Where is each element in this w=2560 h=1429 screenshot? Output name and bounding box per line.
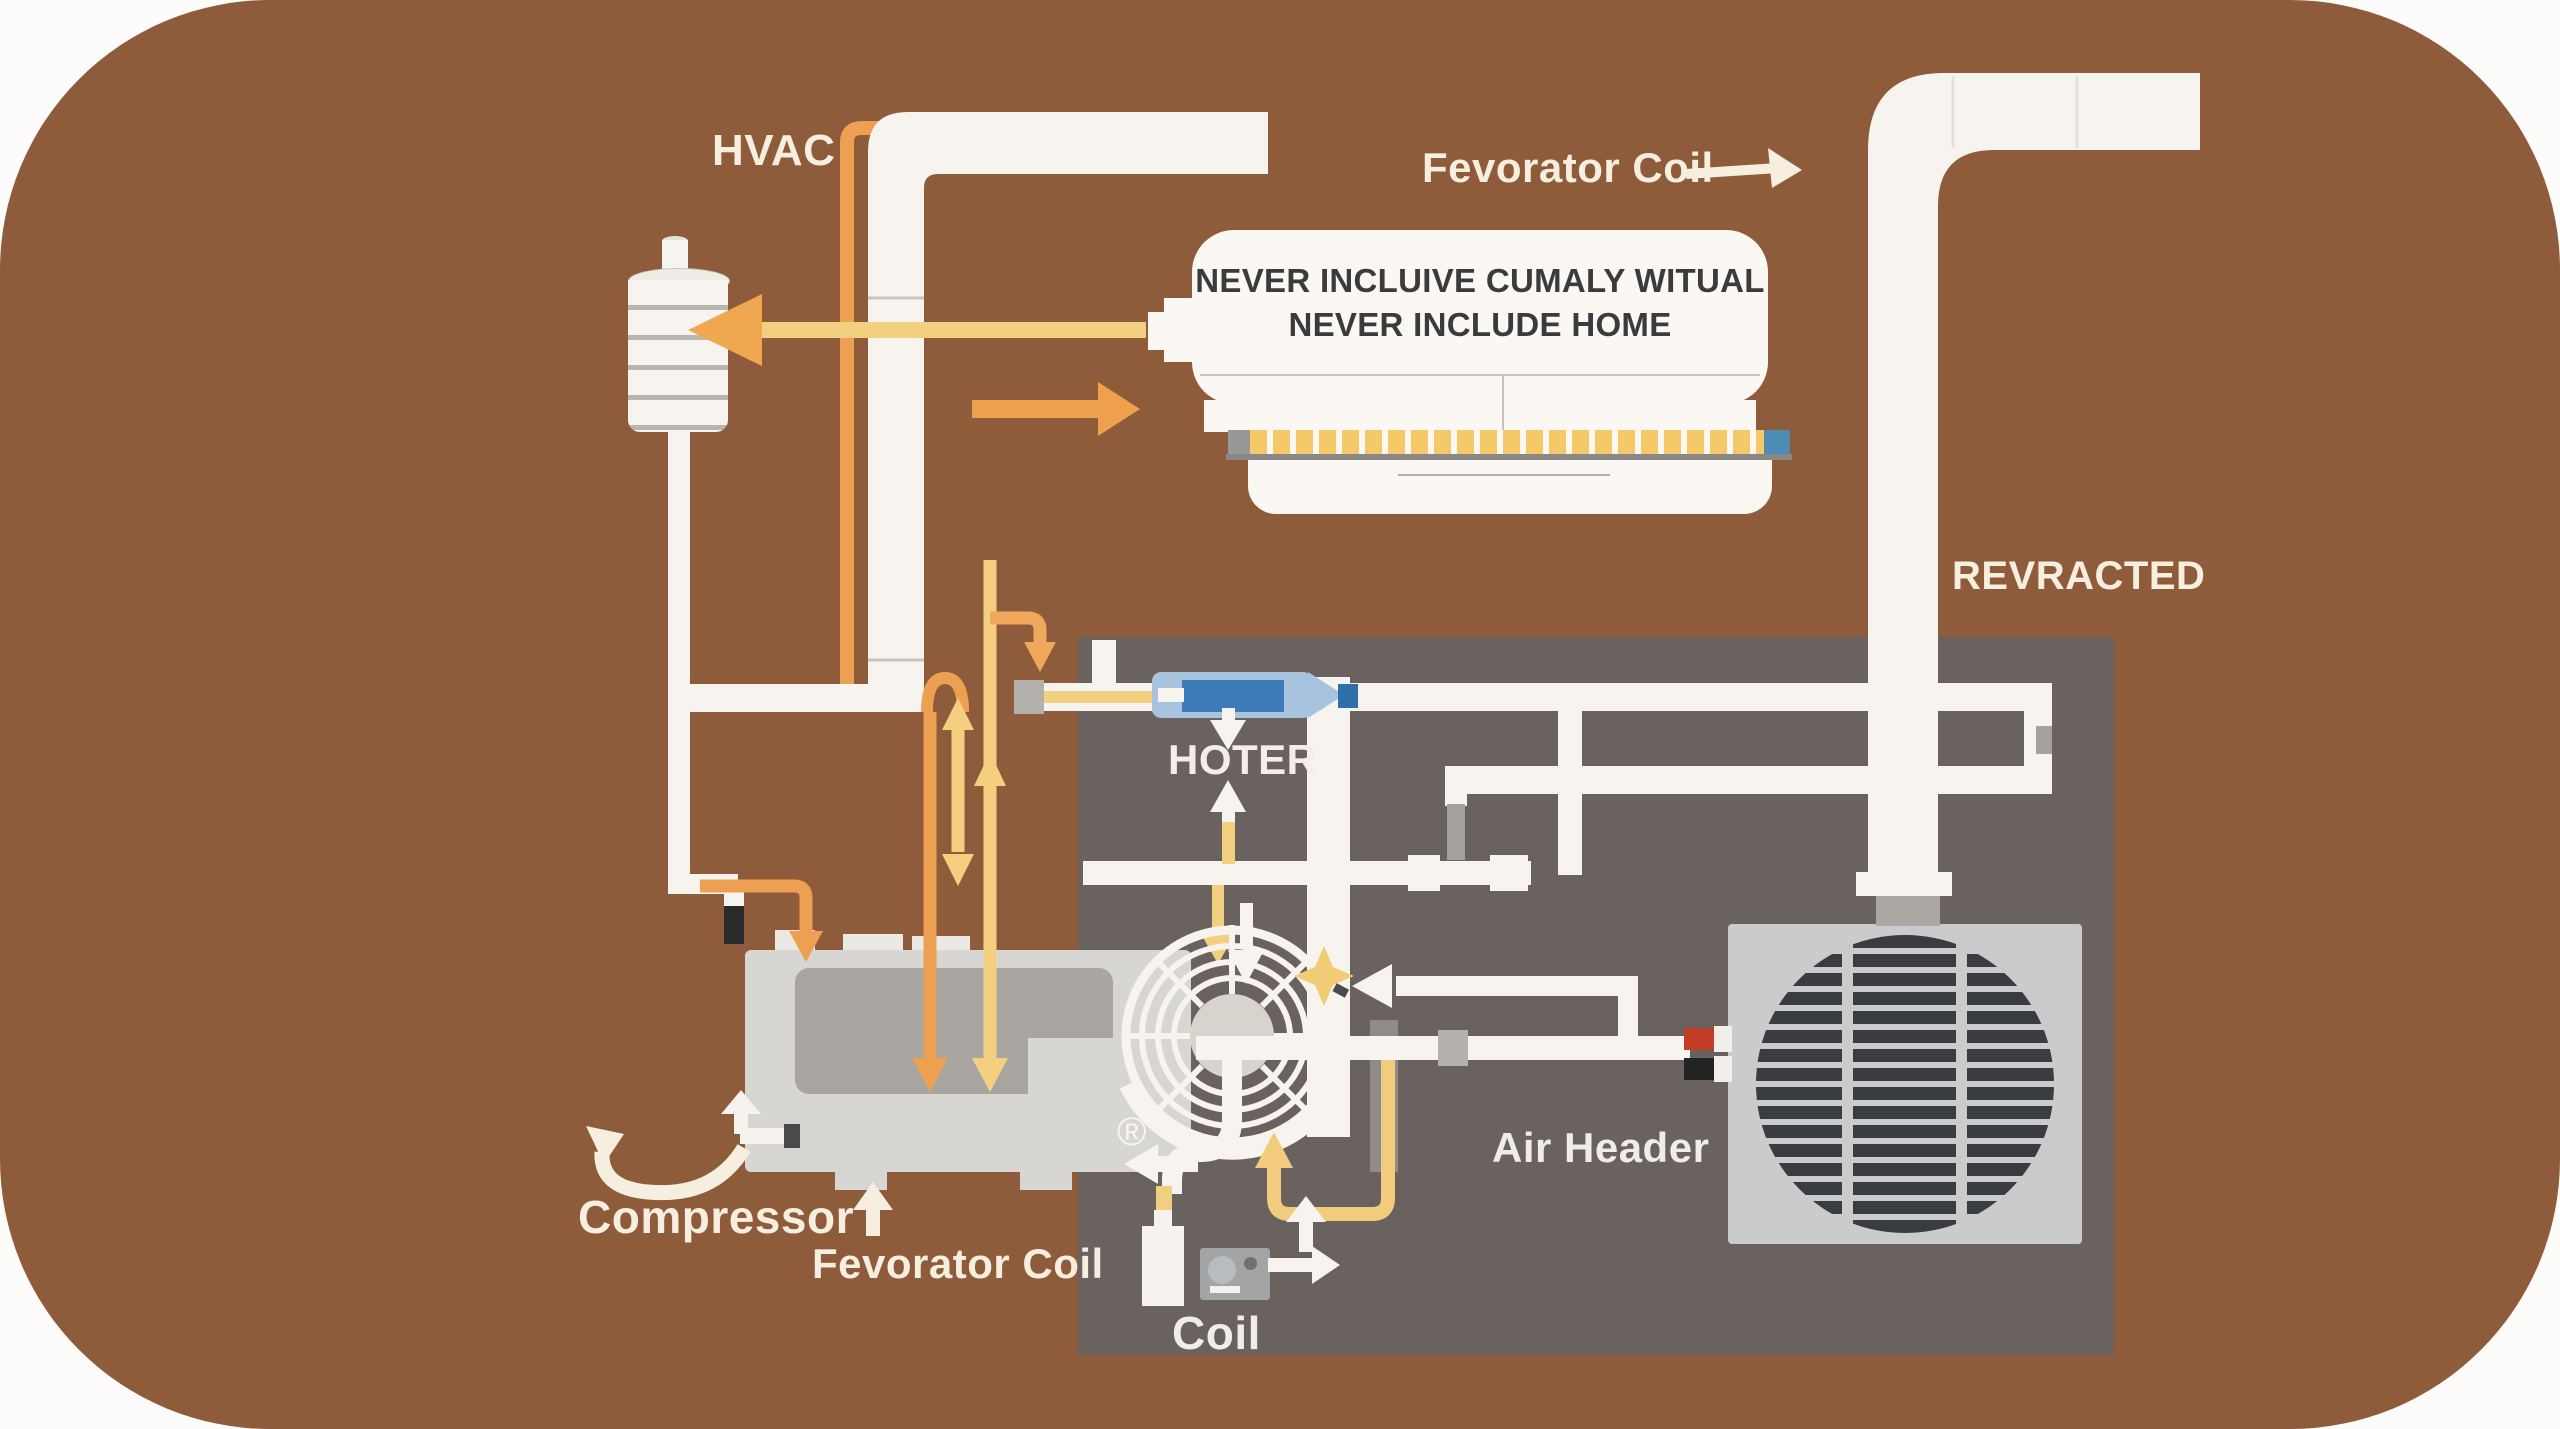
device-bar	[1210, 1286, 1240, 1293]
label-hoter: HOTER	[1168, 736, 1318, 783]
label-redacted: REVRACTED	[1952, 554, 2206, 598]
duct-flange	[1856, 872, 1952, 896]
yellow-line-to-cylinder	[688, 294, 1146, 366]
cylinder-body	[628, 280, 728, 432]
star-marker	[1294, 946, 1354, 1006]
compressor-left-fitting	[586, 1090, 800, 1201]
filter-strip	[1250, 430, 1764, 454]
arrowhead-left	[688, 294, 762, 366]
red-connector	[1684, 1028, 1716, 1050]
air-handler-unit: NEVER INCLUIVE CUMALY WITUAL NEVER INCLU…	[1148, 228, 1838, 518]
right-duct	[1856, 73, 2200, 926]
grille-gap	[1956, 935, 1967, 1233]
handler-caption: NEVER INCLUIVE CUMALY WITUAL NEVER INCLU…	[1192, 244, 1768, 362]
handler-divider	[1200, 374, 1760, 376]
receiver-bottle	[1142, 1186, 1184, 1306]
accumulator-cylinder	[628, 236, 730, 576]
handler-flange	[1164, 298, 1194, 362]
condenser-grille	[1756, 935, 2054, 1233]
orange-pipe-left	[840, 121, 880, 700]
handler-caption-line2: NEVER INCLUDE HOME	[1288, 306, 1672, 343]
curved-arrow	[594, 1143, 751, 1201]
compressor-foot	[1020, 1172, 1072, 1190]
label-evaporator-coil-top: Fevorator Coil	[1422, 144, 1714, 191]
white-arrows	[1124, 950, 1340, 1284]
device-dot	[1244, 1257, 1257, 1270]
compressor-step	[1028, 1038, 1140, 1096]
condenser-unit	[1728, 924, 2082, 1244]
blue-sensor-device	[1152, 672, 1358, 718]
filter-underbar	[1226, 454, 1792, 460]
tray-line	[1398, 474, 1610, 476]
handler-caption-line1: NEVER INCLUIVE CUMALY WITUAL	[1195, 262, 1765, 299]
compressor-unit: ®	[745, 928, 1191, 1194]
label-arrows	[853, 148, 1802, 1236]
duct-shadow-section	[1876, 896, 1940, 926]
label-compressor: Compressor	[578, 1191, 854, 1243]
device-lens	[1208, 1256, 1236, 1284]
label-evaporator-coil-bottom: Fevorator Coil	[812, 1240, 1104, 1287]
middle-lines	[700, 560, 1056, 1092]
handler-lower-band	[1204, 400, 1756, 432]
arrow-left	[1352, 964, 1392, 1008]
compressor-tab	[843, 934, 903, 954]
handler-divider	[1502, 374, 1504, 432]
label-air-header: Air Header	[1492, 1124, 1710, 1171]
left-duct	[668, 112, 1268, 944]
black-connector	[1684, 1058, 1716, 1080]
pipe-coupler	[1014, 680, 1154, 714]
label-coil: Coil	[1172, 1307, 1261, 1359]
handler-flange	[1148, 312, 1166, 350]
filter-cap-left	[1228, 430, 1250, 454]
handler-tray	[1248, 460, 1772, 514]
label-hvac: HVAC	[712, 126, 836, 175]
grille-gap	[1842, 935, 1853, 1233]
coil-device-box	[1200, 1248, 1270, 1300]
black-connector	[724, 906, 744, 944]
condenser-pipes	[1196, 964, 1732, 1082]
big-orange-arrow	[972, 382, 1140, 436]
filter-cap-right	[1764, 430, 1790, 454]
